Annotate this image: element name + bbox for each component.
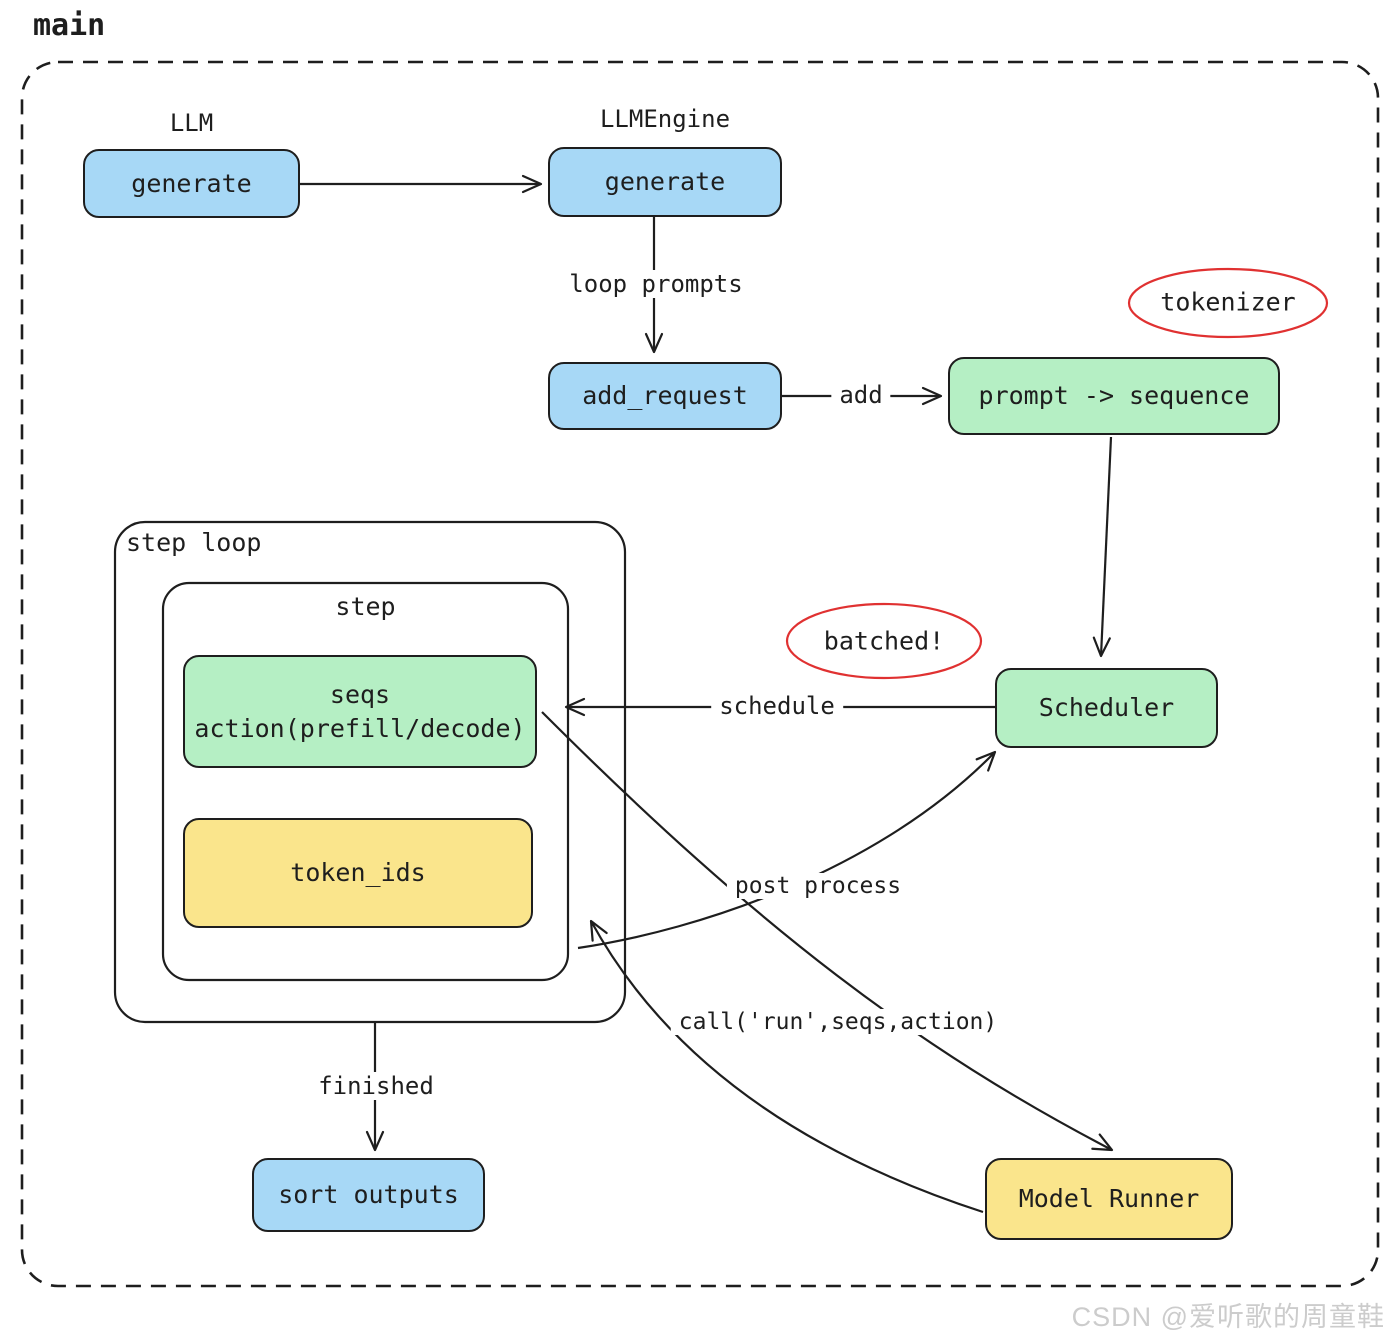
edge-label-add: add <box>831 381 891 409</box>
tokenizer-ellipse-label: tokenizer <box>1160 287 1296 317</box>
seqs-action-line2: action(prefill/decode) <box>194 713 526 743</box>
step-label: step <box>335 592 396 621</box>
node-prompt-sequence: prompt -> sequence <box>948 357 1280 435</box>
main-container-label: main <box>33 8 106 43</box>
node-scheduler: Scheduler <box>995 668 1218 748</box>
arrow-call-run-to-modelrunner <box>541 711 1114 1152</box>
llm-class-label: LLM <box>169 109 214 137</box>
edge-label-schedule: schedule <box>711 692 843 720</box>
node-sort-outputs: sort outputs <box>252 1158 485 1232</box>
node-model-runner: Model Runner <box>985 1158 1233 1240</box>
llm-engine-class-label: LLMEngine <box>599 105 731 133</box>
node-add-request: add_request <box>548 362 782 430</box>
batched-ellipse <box>785 602 983 680</box>
node-engine-generate: generate <box>548 147 782 217</box>
node-seqs-action: seqs action(prefill/decode) <box>183 655 537 768</box>
edge-label-call-run: call('run',seqs,action) <box>670 1009 1006 1035</box>
tokenizer-ellipse <box>1127 267 1329 339</box>
node-llm-generate: generate <box>83 149 300 218</box>
node-token-ids: token_ids <box>183 818 533 928</box>
step-loop-label: step loop <box>126 528 262 557</box>
batched-ellipse-label: batched! <box>823 626 945 656</box>
arrow-modelrunner-to-tokenids <box>589 919 984 1214</box>
arrow-postprocess-to-scheduler <box>577 750 997 950</box>
csdn-watermark: CSDN @爱听歌的周童鞋 <box>1071 1302 1385 1332</box>
edge-label-post-process: post process <box>726 873 910 899</box>
step-loop-container-border <box>113 520 627 1024</box>
seqs-action-line1: seqs <box>329 679 391 709</box>
step-container-border <box>161 581 570 982</box>
arrow-sequence-to-scheduler <box>1092 436 1113 658</box>
edge-label-finished: finished <box>310 1072 442 1100</box>
edge-label-loop-prompts: loop prompts <box>561 270 751 298</box>
